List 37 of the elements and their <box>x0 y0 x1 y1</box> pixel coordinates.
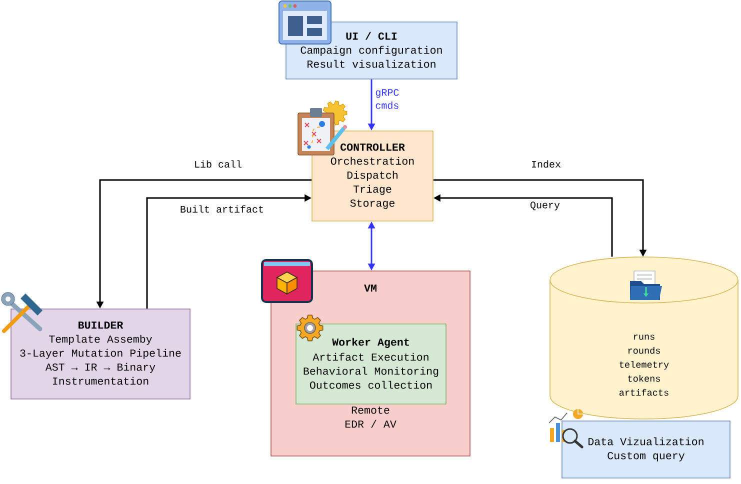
edge-label: Query <box>529 200 561 212</box>
box-title: VM <box>364 284 376 292</box>
box-title: BUILDER <box>78 322 124 329</box>
box-text: 3-Layer Mutation Pipeline <box>20 348 181 359</box>
box-text: Custom query <box>608 452 685 462</box>
process-box <box>296 324 446 404</box>
box-text: runs <box>634 334 654 340</box>
box-text: Artifact Execution <box>312 352 428 361</box>
component-box <box>312 130 434 222</box>
box-text: Behavioral Monitoring <box>304 366 438 377</box>
box-text: AST → IR → Binary <box>45 362 156 373</box>
edge-label: Built artifact <box>179 204 266 214</box>
box-text: tokens <box>628 374 660 382</box>
box-text: Template Assemby <box>49 334 152 345</box>
box-text: Triage <box>353 184 392 195</box>
box-text: Remote <box>352 406 390 414</box>
box-text: Dispatch <box>347 170 398 181</box>
box-title: UI / CLI <box>346 32 397 40</box>
box-text: Result visualization <box>308 60 436 68</box>
box-text: Storage <box>350 199 394 209</box>
edge-label: gRPC cmds <box>374 88 406 110</box>
box-title: CONTROLLER <box>340 143 405 151</box>
box-text: Campaign configuration <box>300 46 442 56</box>
box-text: Orchestration <box>330 156 414 165</box>
component-box <box>562 420 730 478</box>
edge-label: Index <box>530 159 562 169</box>
database-cylinder <box>550 256 738 420</box>
box-text: Instrumentation <box>52 376 148 385</box>
component-box <box>10 308 190 400</box>
box-text: EDR / AV <box>345 420 396 428</box>
box-text: telemetry <box>620 360 669 370</box>
box-text: artifacts <box>619 388 668 396</box>
edge-label: Lib call <box>193 159 243 169</box>
box-title: Worker Agent <box>332 338 409 348</box>
box-text: rounds <box>628 346 660 354</box>
box-text: Data Vizualization <box>588 437 704 446</box>
box-text: Outcomes collection <box>310 380 432 389</box>
